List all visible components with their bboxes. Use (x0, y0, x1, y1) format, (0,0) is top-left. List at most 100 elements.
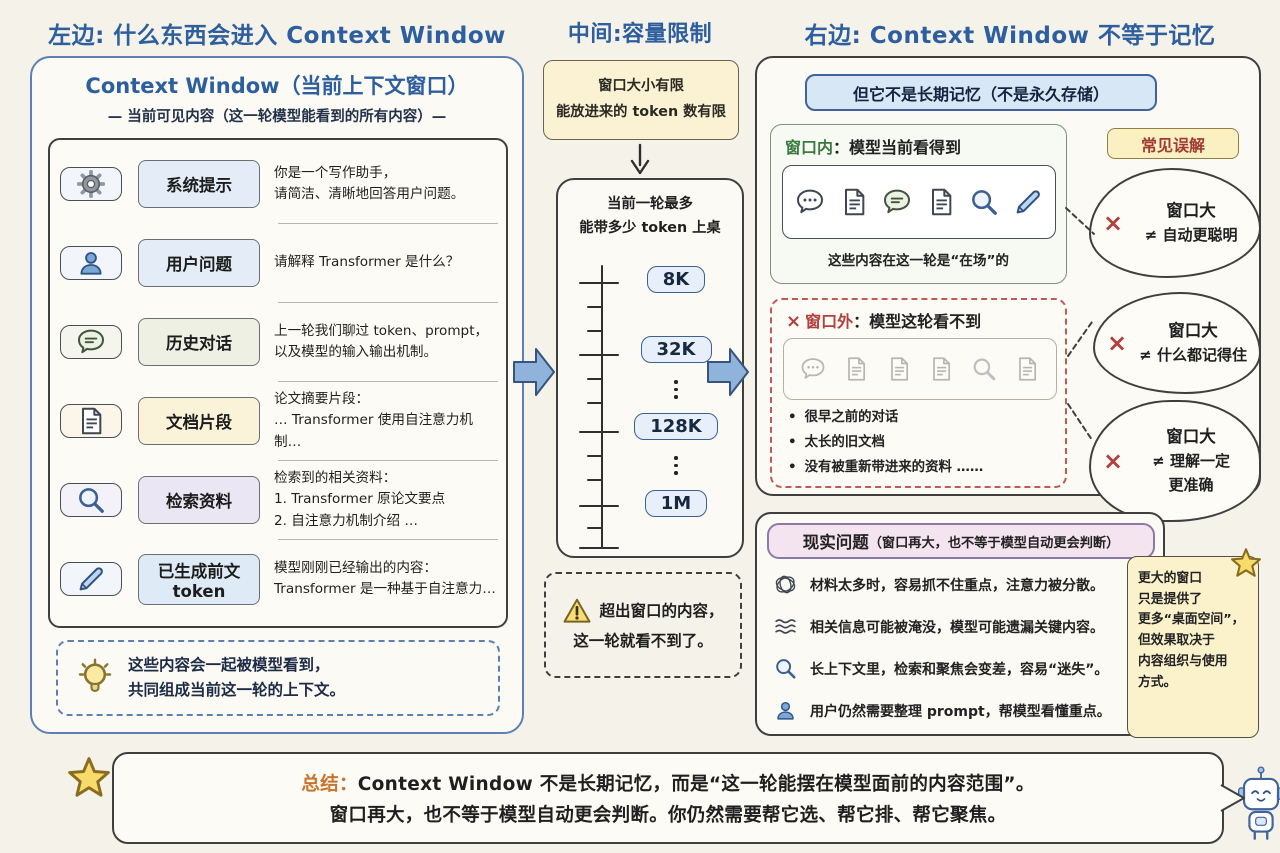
token-badge-1m: 1M (558, 490, 742, 517)
search-icon (970, 355, 998, 383)
misconception-badge: 常见误解 (1107, 128, 1239, 159)
item-label: 系统提示 (138, 160, 260, 208)
document-icon (842, 355, 870, 383)
gear-icon (60, 167, 122, 201)
item-desc: 论文摘要片段： … Transformer 使用自注意力机制… (274, 391, 473, 450)
list-item: 没有被重新带进来的资料 …… (788, 456, 984, 481)
reality-item-3: 长上下文里，检索和聚焦会变差，容易“迷失”。 (773, 656, 1153, 681)
reality-item-4: 用户仍然需要整理 prompt，帮模型看懂重点。 (773, 698, 1153, 723)
document-icon (60, 404, 122, 438)
item-label: 已生成前文 token (138, 553, 260, 605)
misconception-cloud-3: × 窗口大≠ 理解一定更准确 (1089, 400, 1261, 522)
overflow-warning-box: 超出窗口的内容， 这一轮就看不到了。 (544, 572, 742, 678)
document-icon (885, 355, 913, 383)
tangle-icon (773, 572, 798, 597)
item-label: 历史对话 (138, 318, 260, 366)
star-icon (68, 757, 110, 797)
summary-prefix: 总结： (301, 773, 358, 795)
pencil-icon (60, 562, 122, 596)
item-desc: 请解释 Transformer 是什么？ (274, 254, 460, 271)
summary-line-1: 总结：Context Window 不是长期记忆，而是“这一轮能摆在模型面前的内… (301, 773, 1035, 795)
document-icon (925, 186, 957, 218)
limit-box: 窗口大小有限 能放进来的 token 数有限 (543, 60, 739, 140)
left-column-title: 左边: 什么东西会进入 Context Window (48, 23, 506, 49)
list-item-document: 文档片段 论文摘要片段： … Transformer 使用自注意力机制… (50, 382, 506, 460)
reality-problems-panel: 现实问题（窗口再大，也不等于模型自动更会判断） 材料太多时，容易抓不住重点，注意… (755, 512, 1165, 736)
chat-icon (794, 186, 826, 218)
search-icon (773, 656, 798, 681)
row-divider (278, 460, 498, 461)
item-desc: 上一轮我们聊过 token、prompt， 以及模型的输入输出机制。 (274, 322, 489, 360)
document-icon (838, 186, 870, 218)
ruler-icon (579, 265, 619, 549)
bulb-icon (74, 657, 116, 699)
token-badge-8k: 8K (558, 266, 742, 293)
token-badge-32k: 32K (558, 336, 742, 363)
outside-icons-strip (783, 338, 1057, 400)
reality-item-1: 材料太多时，容易抓不住重点，注意力被分散。 (773, 572, 1153, 597)
sticky-note: 更大的窗口 只是提供了 更多“桌面空间”， 但效果取决于 内容组织与使用 方式。 (1127, 556, 1259, 738)
pencil-icon (1012, 186, 1044, 218)
warning-text-1: 超出窗口的内容， (599, 601, 724, 620)
inside-window-caption: 这些内容在这一轮是“在场”的 (828, 253, 1009, 269)
outside-window-box: ×窗口外：模型这轮看不到 很早之前的对话 太长的旧文档 没有被重新带进来的资料 … (770, 298, 1067, 488)
document-icon (927, 355, 955, 383)
document-icon (1013, 355, 1041, 383)
scale-title: 当前一轮最多 能带多少 token 上桌 (579, 196, 721, 237)
star-icon (1231, 548, 1261, 577)
list-item-user-question: 用户问题 请解释 Transformer 是什么？ (50, 224, 506, 302)
not-longterm-memory-pill: 但它不是长期记忆（不是永久存储） (805, 74, 1157, 111)
warning-icon (562, 596, 592, 626)
row-divider (278, 302, 498, 303)
reality-header-pill: 现实问题（窗口再大，也不等于模型自动更会判断） (767, 523, 1155, 559)
cross-icon: × (1107, 329, 1128, 357)
down-arrow-icon (630, 143, 650, 175)
item-desc: 检索到的相关资料： 1. Transformer 原论文要点 2. 自注意力机制… (274, 470, 446, 529)
row-divider (278, 539, 498, 540)
ellipsis-dots (558, 380, 742, 399)
outside-window-title: ×窗口外：模型这轮看不到 (786, 311, 982, 332)
search-icon (60, 483, 122, 517)
list-item-history: 历史对话 上一轮我们聊过 token、prompt， 以及模型的输入输出机制。 (50, 303, 506, 381)
item-desc: 模型刚刚已经输出的内容： Transformer 是一种基于自注意力… (274, 559, 496, 597)
context-window-panel: Context Window（当前上下文窗口） — 当前可见内容（这一轮模型能看… (30, 56, 524, 734)
list-item-generated-tokens: 已生成前文 token 模型刚刚已经输出的内容： Transformer 是一种… (50, 540, 506, 618)
memory-panel: 但它不是长期记忆（不是永久存储） 窗口内：模型当前看得到 这些内容在这一轮是“在… (755, 56, 1261, 522)
row-divider (278, 381, 498, 382)
context-items-list: 系统提示 你是一个写作助手， 请简洁、清晰地回答用户问题。 用户问题 请解释 T… (48, 138, 508, 628)
ellipsis-dots (558, 456, 742, 475)
inside-icons-strip (782, 165, 1056, 239)
panel-subtitle: — 当前可见内容（这一轮模型能看到的所有内容）— (107, 109, 447, 125)
context-note: 这些内容会一起被模型看到， 共同组成当前这一轮的上下文。 (56, 640, 500, 716)
list-item-retrieval: 检索资料 检索到的相关资料： 1. Transformer 原论文要点 2. 自… (50, 461, 506, 539)
right-column-title: 右边: Context Window 不等于记忆 (804, 23, 1216, 49)
warning-text-2: 这一轮就看不到了。 (573, 631, 713, 650)
misconception-cloud-1: × 窗口大≠ 自动更聪明 (1089, 168, 1261, 278)
list-item: 很早之前的对话 (788, 406, 983, 431)
speech-pointer (1220, 784, 1245, 812)
panel-title: Context Window（当前上下文窗口） (85, 74, 469, 98)
user-icon (60, 246, 122, 280)
middle-column-title: 中间:容量限制 (567, 22, 713, 47)
outside-bullet-list: 很早之前的对话 太长的旧文档 没有被重新带进来的资料 …… (788, 406, 984, 481)
flow-arrow-right-icon (707, 348, 749, 396)
chat-icon (881, 186, 913, 218)
row-divider (278, 223, 498, 224)
cross-icon: × (1103, 447, 1124, 475)
summary-line-2: 窗口再大，也不等于模型自动更会判断。你仍然需要帮它选、帮它排、帮它聚焦。 (329, 804, 1007, 826)
chat-icon (60, 325, 122, 359)
item-label: 用户问题 (138, 239, 260, 287)
user-icon (773, 698, 798, 723)
list-item: 太长的旧文档 (788, 431, 983, 456)
item-label: 检索资料 (138, 476, 260, 524)
item-label: 文档片段 (138, 397, 260, 445)
inside-window-box: 窗口内：模型当前看得到 这些内容在这一轮是“在场”的 (770, 124, 1067, 284)
flow-arrow-left-icon (513, 348, 555, 396)
robot-icon (1238, 766, 1280, 840)
search-icon (968, 186, 1000, 218)
item-desc: 你是一个写作助手， 请简洁、清晰地回答用户问题。 (274, 164, 465, 202)
cross-icon: × (786, 311, 802, 332)
summary-banner: 总结：Context Window 不是长期记忆，而是“这一轮能摆在模型面前的内… (112, 752, 1224, 844)
cross-icon: × (1103, 209, 1124, 237)
